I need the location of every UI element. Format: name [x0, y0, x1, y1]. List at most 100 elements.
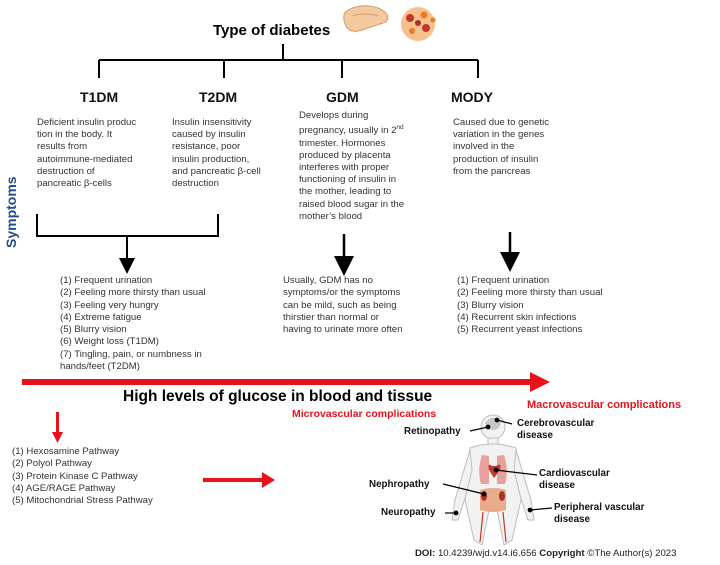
microvascular-heading: Microvascular complications	[292, 408, 437, 420]
description-line: produced by placenta	[299, 149, 391, 161]
list-item: hands/feet (T2DM)	[60, 361, 140, 373]
citation-footer: DOI: 10.4239/wjd.v14.i6.656 Copyright ©T…	[415, 548, 676, 559]
label-nephropathy: Nephropathy	[369, 479, 430, 490]
description-line: Caused due to genetic	[453, 117, 550, 128]
macrovascular-heading: Macrovascular complications	[527, 399, 682, 411]
list-item: can be mild, such as being	[283, 299, 397, 311]
pointer-cardiovascular	[495, 469, 538, 476]
description-line: production of insulin	[453, 153, 539, 165]
label-line: Cardiovascular	[539, 468, 610, 479]
label-cardiovascular: Cardiovascular disease	[539, 468, 610, 492]
pointer-cerebrovascular	[496, 419, 513, 425]
type-label-t1dm: T1DM	[80, 89, 119, 105]
list-item: (1) Frequent urination	[457, 275, 550, 286]
label-neuropathy: Neuropathy	[381, 507, 436, 518]
copyright-value: ©The Author(s) 2023	[587, 548, 677, 559]
description-line: caused by insulin	[172, 129, 246, 141]
label-line: disease	[517, 430, 553, 441]
list-item: (3) Blurry vision	[457, 299, 524, 311]
copyright-label: Copyright	[539, 548, 585, 559]
pointer-nephropathy	[442, 483, 485, 495]
description-mody: Caused due to genetic variation in the g…	[453, 117, 588, 178]
description-line: destruction of	[37, 165, 95, 177]
label-retinopathy: Retinopathy	[404, 426, 461, 437]
lungs-shape	[479, 455, 507, 484]
description-line: interferes with proper	[299, 162, 390, 173]
description-gdm: Develops during pregnancy, usually in 2n…	[299, 110, 429, 223]
label-line: Peripheral vascular	[554, 502, 645, 513]
description-line: pancreatic β-cells	[37, 178, 112, 190]
description-line: the mother, leading to	[299, 186, 392, 198]
list-item: (5) Mitochondrial Stress Pathway	[12, 495, 153, 507]
description-line: pregnancy, usually in 2nd	[299, 122, 429, 137]
description-line: Insulin insensitivity	[172, 117, 252, 128]
description-text: pregnancy, usually in 2	[299, 125, 397, 137]
pointer-peripheral	[529, 507, 553, 511]
description-line: results from	[37, 141, 88, 153]
label-line: disease	[554, 514, 590, 525]
description-t2dm: Insulin insensitivity caused by insulin …	[172, 117, 294, 190]
list-item: (6) Weight loss (T1DM)	[60, 336, 159, 348]
list-item: (1) Frequent urination	[60, 275, 153, 286]
description-line: destruction	[172, 178, 219, 190]
glucose-banner: High levels of glucose in blood and tiss…	[123, 388, 433, 405]
label-line: Cerebrovascular	[517, 418, 595, 429]
pointer-retinopathy	[469, 426, 489, 432]
description-line: variation in the genes	[453, 129, 545, 141]
list-item: (1) Hexosamine Pathway	[12, 446, 120, 457]
description-line: from the pancreas	[453, 165, 531, 177]
pathway-list: (1) Hexosamine Pathway (2) Polyol Pathwa…	[12, 446, 153, 507]
glucose-arrow-head	[530, 372, 550, 392]
list-item: (4) Extreme fatigue	[60, 311, 142, 323]
description-line: autoimmune-mediated	[37, 153, 133, 165]
list-item: (2) Polyol Pathway	[12, 458, 92, 470]
type-label-gdm: GDM	[326, 89, 359, 105]
symptoms-list-mody: (1) Frequent urination (2) Feeling more …	[457, 275, 603, 336]
label-line: disease	[539, 480, 575, 491]
doi-value: 10.4239/wjd.v14.i6.656	[437, 548, 537, 559]
description-line: mother’s blood	[299, 210, 363, 222]
type-label-t2dm: T2DM	[199, 89, 238, 105]
pathway-down-arrow-head	[52, 432, 63, 443]
list-item: (3) Feeling very hungry	[60, 299, 159, 311]
list-item: (2) Feeling more thirsty than usual	[457, 287, 603, 299]
list-item: (3) Protein Kinase C Pathway	[12, 470, 138, 482]
list-item: Usually, GDM has no	[283, 275, 373, 286]
list-item: (7) Tingling, pain, or numbness in	[60, 348, 202, 360]
diagram-title: Type of diabetes	[213, 22, 331, 39]
label-peripheral-vascular: Peripheral vascular disease	[554, 502, 644, 526]
description-line: resistance, poor	[172, 141, 241, 153]
list-item: (2) Feeling more thirsty than usual	[60, 287, 206, 299]
pathway-right-arrow-head	[262, 472, 275, 488]
description-line: Deficient insulin produc	[37, 117, 137, 128]
description-line: involved in the	[453, 141, 515, 153]
list-item: (5) Recurrent yeast infections	[457, 324, 583, 336]
description-line: trimester. Hormones	[299, 137, 386, 149]
label-cerebrovascular: Cerebrovascular disease	[517, 418, 594, 442]
description-line: tion in the body. It	[37, 129, 113, 141]
type-label-mody: MODY	[451, 89, 493, 105]
glucose-arrow-shaft	[22, 379, 532, 385]
symptoms-list-gdm: Usually, GDM has no symptoms/or the symp…	[283, 275, 402, 336]
description-line: raised blood sugar in the	[299, 198, 405, 210]
kidney-right-shape	[499, 491, 505, 501]
description-t1dm: Deficient insulin produc tion in the bod…	[37, 117, 167, 190]
list-item: (4) AGE/RAGE Pathway	[12, 482, 116, 494]
list-item: (5) Blurry vision	[60, 324, 127, 336]
description-line: and pancreatic β-cell	[172, 165, 261, 177]
list-item: symptoms/or the symptoms	[283, 287, 401, 299]
description-line: insulin production,	[172, 153, 250, 165]
description-line: functioning of insulin in	[299, 174, 397, 186]
pathway-right-arrow-shaft	[203, 478, 263, 482]
description-line: Develops during	[299, 110, 369, 121]
list-item: (4) Recurrent skin infections	[457, 311, 577, 323]
list-item: thirstier than normal or	[283, 311, 379, 323]
superscript: nd	[396, 124, 404, 132]
leg-vessel-right	[502, 511, 507, 543]
pathway-down-arrow-shaft	[56, 412, 59, 434]
leg-vessel-left	[479, 511, 484, 543]
